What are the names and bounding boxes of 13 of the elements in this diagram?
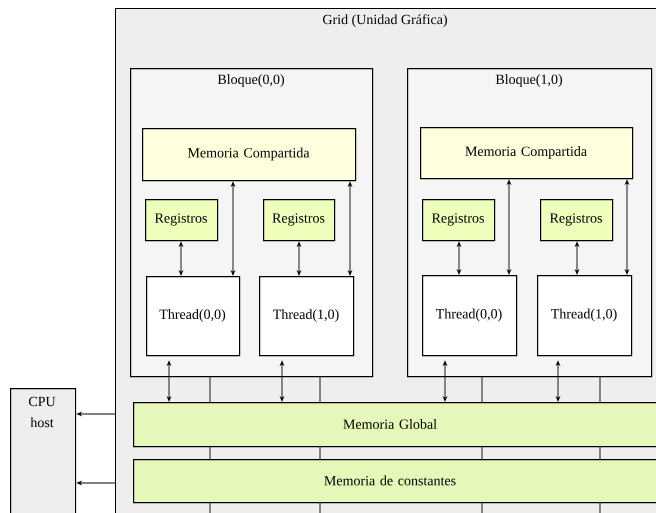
thread-box: Thread(1,0) [537,275,632,356]
register-box: Registros [145,199,218,242]
register-box: Registros [263,199,336,242]
thread-box: Thread(0,0) [146,276,240,356]
thread-box: Thread(1,0) [259,276,354,356]
shared-memory-box: Memoria Compartida [420,127,634,180]
thread-box: Thread(0,0) [422,275,518,356]
memory-bar: Memoria de constantes [133,459,656,504]
register-box: Registros [540,199,614,242]
shared-memory-box: Memoria Compartida [142,128,356,182]
host-box: CPU host [10,388,76,513]
memory-bar: Memoria Global [133,402,656,448]
register-box: Registros [422,199,496,242]
